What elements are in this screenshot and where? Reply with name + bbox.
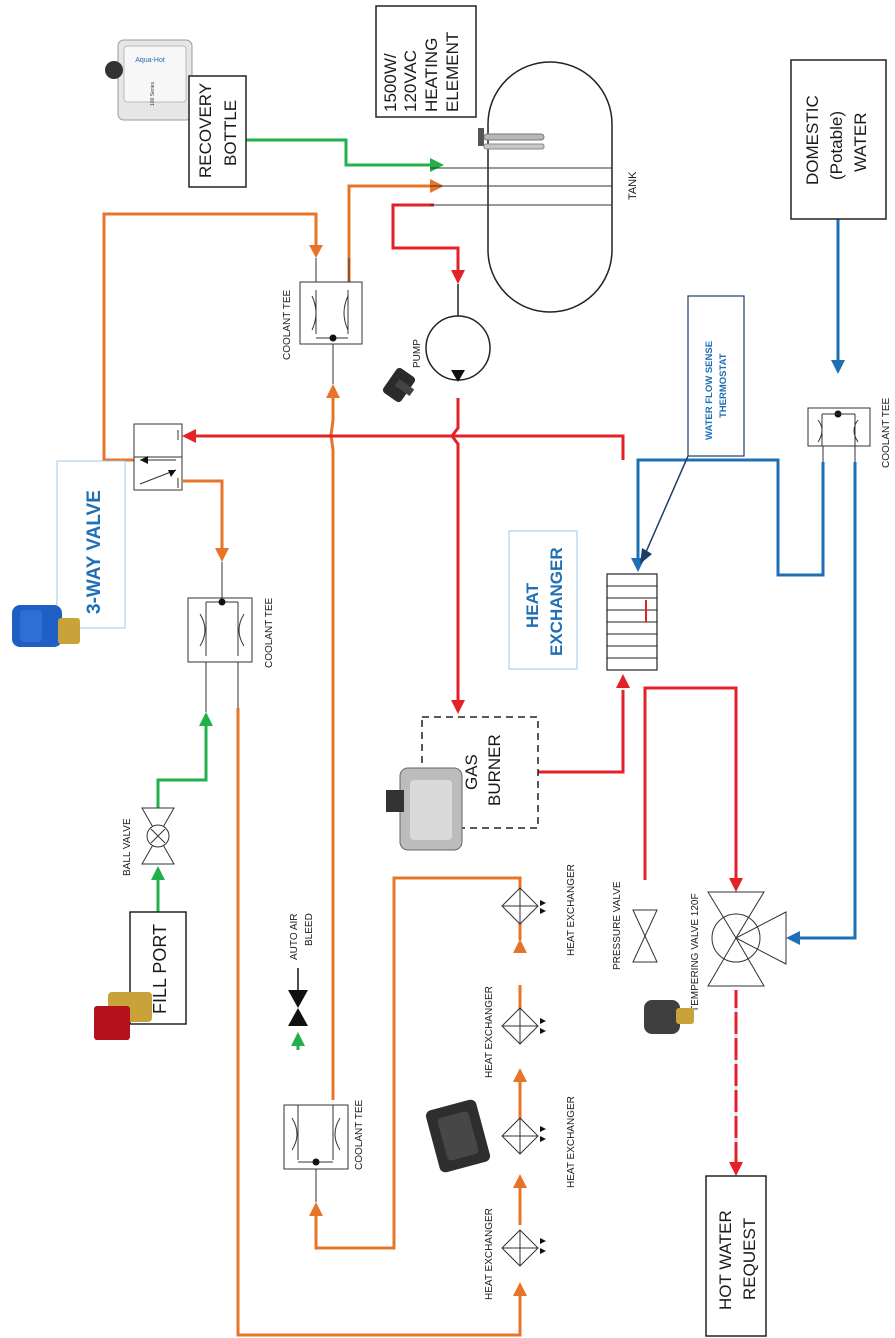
three-way-valve [133, 423, 183, 491]
recovery-bottle-box [188, 75, 247, 188]
recovery-line1: RECOVERY [196, 83, 215, 178]
arrow-head [786, 931, 800, 945]
heating-element-line1: 1500W/ [381, 53, 400, 112]
heat-exchanger-line2: EXCHANGER [547, 547, 566, 656]
heating-element-line4: ELEMENT [443, 32, 462, 112]
arrow-head [326, 384, 340, 398]
arrow-head [640, 548, 652, 564]
heating-element-box [375, 5, 477, 118]
fill-port-icon [94, 992, 152, 1040]
heat-exchanger-line1: HEAT [523, 582, 542, 628]
gas-burner-icon [386, 767, 463, 851]
recovery-line2: BOTTLE [221, 100, 240, 166]
heating-element-line2: 120VAC [401, 50, 420, 112]
small-heat-exchanger [501, 887, 546, 925]
coolant-tee-label: COOLANT TEE [282, 289, 293, 360]
heat-exchanger-label: HEAT EXCHANGER [484, 1208, 495, 1300]
coolant-tee-top [299, 258, 363, 384]
domestic-water-pipe [636, 219, 857, 940]
arrow-head [451, 700, 465, 714]
domestic-water-box [790, 59, 887, 220]
coolant-tee-label: COOLANT TEE [264, 597, 275, 668]
main-heat-exchanger [606, 573, 658, 671]
domestic-line1: DOMESTIC [803, 95, 822, 185]
bottle-brand: Aqua-Hot [135, 57, 165, 64]
three-way-valve-icon [12, 605, 80, 647]
small-heat-exchanger [501, 1229, 546, 1267]
arrow-head [729, 878, 743, 892]
pump [425, 284, 491, 382]
domestic-line2: (Potable) [827, 111, 846, 180]
ball-valve-label: BALL VALVE [122, 818, 133, 876]
arrow-head [199, 712, 213, 726]
three-way-valve-label-box [56, 460, 126, 629]
coolant-tee-bottom [283, 1104, 349, 1202]
arrow-head [215, 548, 229, 562]
water-flow-box [687, 295, 745, 457]
bottle-series: 100 Series [150, 82, 156, 106]
tempering-valve [707, 891, 787, 987]
water-flow-line2: THERMOSTAT [718, 353, 729, 418]
coolant-tee-label: COOLANT TEE [354, 1099, 365, 1170]
thermostat-pointer [645, 455, 689, 553]
arrow-head [291, 1032, 305, 1046]
arrow-head [513, 939, 527, 953]
heat-exchanger-label: HEAT EXCHANGER [484, 986, 495, 1078]
heat-exchanger-label: HEAT EXCHANGER [566, 1096, 577, 1188]
tank-label: TANK [627, 171, 639, 200]
fill-port-label: FILL PORT [150, 924, 170, 1014]
hot-water-line1: HOT WATER [716, 1210, 735, 1310]
auto-air-bleed-line1: AUTO AIR [289, 914, 300, 961]
gas-burner-line2: BURNER [485, 734, 504, 806]
arrow-head [729, 1162, 743, 1176]
arrow-head [151, 866, 165, 880]
ball-valve [141, 807, 175, 865]
coolant-tee-right [807, 407, 871, 462]
arrow-head [309, 1202, 323, 1216]
small-heat-exchanger [501, 1117, 546, 1155]
hot-water-line2: REQUEST [740, 1218, 759, 1300]
hot-water-pipe [196, 203, 738, 880]
pump-icon [382, 367, 416, 403]
arrow-head [616, 674, 630, 688]
pressure-valve [632, 909, 658, 963]
domestic-line3: WATER [851, 113, 870, 173]
arrow-head [309, 245, 323, 258]
heater-module-icon [425, 1099, 491, 1173]
arrow-head [430, 158, 444, 172]
hot-water-request-box [705, 1175, 767, 1337]
water-flow-line1: WATER FLOW SENSE [704, 341, 715, 440]
heat-exchanger-label: HEAT EXCHANGER [566, 864, 577, 956]
three-way-valve-label: 3-WAY VALVE [84, 490, 105, 614]
small-heat-exchanger [501, 1007, 546, 1045]
tank [430, 61, 613, 313]
tempering-valve-label: TEMPERING VALVE 120F [690, 893, 701, 1012]
auto-air-bleed-line2: BLEED [304, 913, 315, 946]
heating-element-icon [478, 128, 545, 150]
arrow-head [451, 270, 465, 284]
arrow-head [513, 1068, 527, 1082]
coolant-tee-label: COOLANT TEE [881, 397, 892, 468]
auto-air-bleed [288, 968, 308, 1026]
coolant-tee-left [187, 562, 253, 712]
heat-exchanger-label-box [508, 530, 578, 670]
recovery-to-tank-pipe [246, 138, 430, 167]
recovery-bottle-icon: Aqua-Hot 100 Series [105, 39, 193, 121]
heating-element-line3: HEATING [422, 38, 441, 112]
arrow-head [513, 1282, 527, 1296]
pump-label: PUMP [412, 339, 423, 368]
pressure-valve-label: PRESSURE VALVE [612, 881, 623, 970]
arrow-head [513, 1174, 527, 1188]
gas-burner-line1: GAS [462, 754, 481, 790]
tempering-valve-icon [644, 1000, 694, 1034]
arrow-head [182, 429, 196, 443]
arrow-head [831, 360, 845, 374]
